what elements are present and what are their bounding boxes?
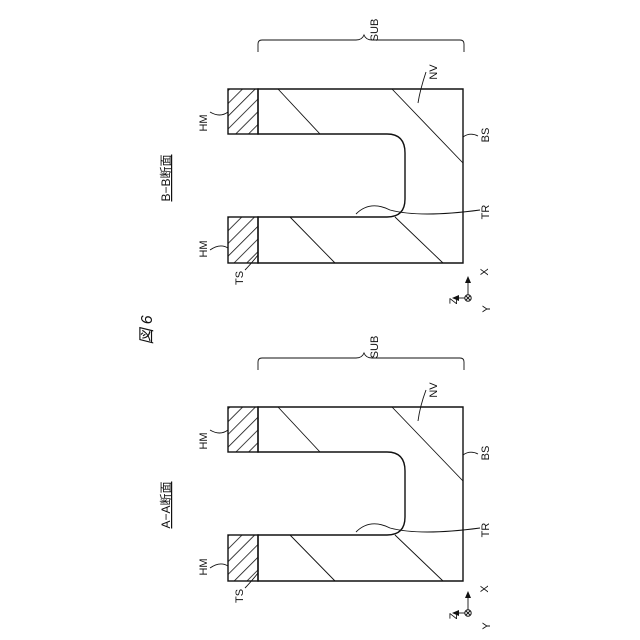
nitride-hatch-lines <box>278 407 463 581</box>
panel-a-a: SUB NV HM HM BS TR TS A−A断面 X Z Y <box>158 336 493 630</box>
label-bs: BS <box>480 446 492 461</box>
axis-indicator-a-a: X Z Y <box>448 585 493 630</box>
label-tr: TR <box>480 523 492 538</box>
leader-hm-top <box>210 112 228 115</box>
label-sub: SUB <box>369 336 381 359</box>
label-hm-top: HM <box>198 432 210 449</box>
leader-tr <box>356 206 480 214</box>
label-nv: NV <box>428 382 440 398</box>
label-nv: NV <box>428 64 440 80</box>
leader-hm-top <box>210 430 228 433</box>
label-bs: BS <box>480 128 492 143</box>
hard-mask-upper <box>228 407 258 452</box>
leader-hm-bottom <box>210 564 228 568</box>
label-hm-bottom: HM <box>198 240 210 257</box>
label-hm-top: HM <box>198 114 210 131</box>
axis-label-x: X <box>479 268 491 276</box>
axis-label-y: Y <box>481 305 493 313</box>
section-title-a-a: A−A断面 <box>158 481 173 528</box>
label-ts: TS <box>234 271 246 285</box>
leader-hm-bottom <box>210 246 228 250</box>
leader-nv <box>418 390 426 421</box>
substrate-body <box>258 89 463 263</box>
figure-number: 図 6 <box>139 315 156 344</box>
label-ts: TS <box>234 589 246 603</box>
x-axis-arrow-icon <box>465 276 471 283</box>
leader-tr <box>356 524 480 532</box>
axis-label-z: Z <box>448 297 460 304</box>
panel-b-b: SUB NV HM HM BS TR TS B−B断面 X Z Y <box>158 19 493 313</box>
label-hm-bottom: HM <box>198 558 210 575</box>
label-sub: SUB <box>369 19 381 42</box>
hard-mask-upper <box>228 89 258 134</box>
axis-indicator-b-b: X Z Y <box>448 268 493 313</box>
sub-brace <box>258 353 464 370</box>
axis-label-y: Y <box>481 622 493 630</box>
x-axis-arrow-icon <box>465 591 471 598</box>
hard-mask-lower <box>228 535 258 581</box>
axis-label-z: Z <box>448 612 460 619</box>
section-title-b-b: B−B断面 <box>158 154 173 201</box>
axis-label-x: X <box>479 585 491 593</box>
leader-nv <box>418 72 426 103</box>
substrate-body <box>258 407 463 581</box>
sub-brace <box>258 35 464 52</box>
hard-mask-lower <box>228 217 258 263</box>
label-tr: TR <box>480 205 492 220</box>
leader-bs <box>463 134 478 137</box>
leader-bs <box>463 452 478 455</box>
nitride-hatch-lines <box>278 89 463 263</box>
